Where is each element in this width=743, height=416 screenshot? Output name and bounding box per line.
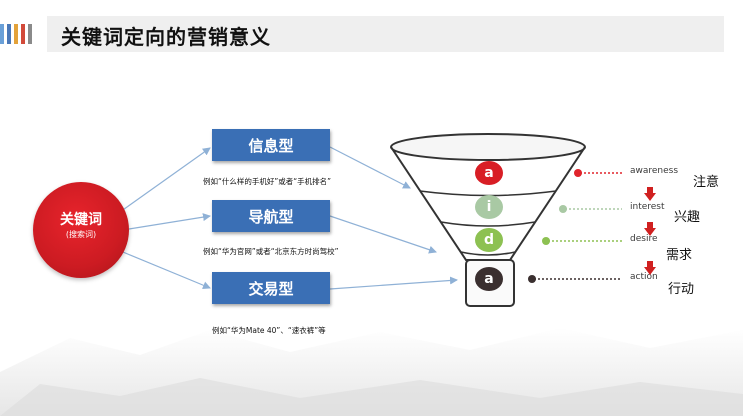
stage-letter-awareness: a [475, 161, 503, 185]
connector-line [329, 276, 458, 290]
stage-letter-desire: d [475, 228, 503, 252]
leader-dot [542, 237, 550, 245]
stage-english-action: action [630, 272, 658, 282]
example-transactional: 例如“华为Mate 40”、“速衣裤”等 [212, 326, 326, 335]
background-shape [0, 378, 743, 416]
stage-letter-interest: i [475, 195, 503, 219]
stage-chinese-awareness: 注意 [693, 175, 720, 190]
stage-chinese-interest: 兴趣 [674, 210, 701, 225]
type-box-navigational: 导航型 [212, 200, 330, 232]
keyword-label: 关键词 [60, 212, 102, 228]
keyword-circle: 关键词 (搜索词) [33, 182, 129, 278]
example-informational: 例如“什么样的手机好”或者“手机排名” [203, 177, 332, 186]
leader-dot [559, 205, 567, 213]
stage-chinese-action: 行动 [668, 282, 695, 297]
example-navigational: 例如“华为官网”或者“北京东方时尚驾校” [203, 247, 339, 256]
stage-english-awareness: awareness [630, 166, 679, 176]
stage-letter-action: a [475, 267, 503, 291]
page-title: 关键词定向的营销意义 [61, 25, 271, 49]
connector-line [329, 215, 437, 254]
down-arrow-icon [644, 261, 656, 275]
connector-line [117, 249, 211, 290]
connector-line [329, 146, 411, 189]
funnel-band [440, 221, 536, 227]
title-bar: 关键词定向的营销意义 [47, 16, 724, 52]
funnel-band [460, 251, 516, 256]
connector-line [128, 213, 211, 230]
keyword-sublabel: (搜索词) [65, 230, 97, 239]
stage-english-interest: interest [630, 202, 665, 212]
down-arrow-icon [644, 187, 656, 201]
funnel-rim [390, 133, 586, 161]
type-box-informational: 信息型 [212, 129, 330, 161]
type-box-transactional: 交易型 [212, 272, 330, 304]
logo-bars-icon [0, 24, 34, 46]
stage-english-desire: desire [630, 234, 658, 244]
stage-chinese-desire: 需求 [666, 248, 693, 263]
connector-line [119, 147, 211, 213]
leader-dot [574, 169, 582, 177]
down-arrow-icon [644, 222, 656, 236]
leader-dot [528, 275, 536, 283]
